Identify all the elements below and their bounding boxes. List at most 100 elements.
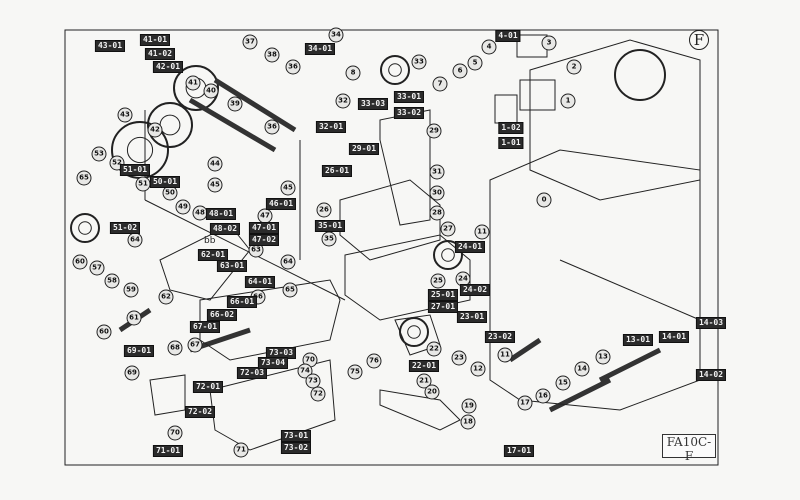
part-callout: 42 <box>147 122 163 138</box>
part-callout: 68 <box>167 340 183 356</box>
part-callout: 0 <box>536 192 552 208</box>
part-callout: 44 <box>207 156 223 172</box>
part-callout: 60 <box>72 254 88 270</box>
part-callout: 53 <box>91 146 107 162</box>
part-callout: 57 <box>89 260 105 276</box>
part-callout: 13 <box>595 349 611 365</box>
handwheel <box>614 49 666 101</box>
part-callout: 65 <box>76 170 92 186</box>
part-number-label: 32-01 <box>315 121 347 133</box>
part-callout: 75 <box>347 364 363 380</box>
part-number-label: 46-01 <box>265 198 297 210</box>
part-number-label: 14-02 <box>695 369 727 381</box>
part-callout: 36 <box>285 59 301 75</box>
part-callout: 30 <box>429 185 445 201</box>
part-callout: 36 <box>264 119 280 135</box>
gear-hub <box>441 248 455 262</box>
part-callout: 17 <box>517 395 533 411</box>
part-number-label: 41-02 <box>144 48 176 60</box>
part-number-label: 72-02 <box>184 406 216 418</box>
part-callout: 26 <box>316 202 332 218</box>
part-callout: 23 <box>451 350 467 366</box>
part-number-label: 23-02 <box>484 331 516 343</box>
part-callout: 11 <box>474 224 490 240</box>
part-callout: 22 <box>426 341 442 357</box>
part-callout: 37 <box>242 34 258 50</box>
gear <box>380 55 410 85</box>
part-number-label: 26-01 <box>321 165 353 177</box>
leader-line <box>144 199 346 301</box>
head-casting <box>529 39 701 201</box>
part-callout: 51 <box>135 176 151 192</box>
part-number-label: 50-01 <box>149 176 181 188</box>
part-callout: 58 <box>104 273 120 289</box>
part-number-label: 4-01 <box>495 30 521 42</box>
part-callout: 35 <box>321 231 337 247</box>
part-callout: 39 <box>227 96 243 112</box>
part-callout: 31 <box>429 164 445 180</box>
part-number-label: 62-01 <box>197 249 229 261</box>
part-callout: 2 <box>566 59 582 75</box>
part-callout: 33 <box>411 54 427 70</box>
part-number-label: 63-01 <box>216 260 248 272</box>
part-callout: 27 <box>440 221 456 237</box>
annotation-text: bb <box>204 236 216 246</box>
part-number-label: 64-01 <box>244 276 276 288</box>
part-number-label: 48-01 <box>205 208 237 220</box>
part-callout: 72 <box>310 386 326 402</box>
part-callout: 41 <box>185 75 201 91</box>
part-number-label: 23-01 <box>456 311 488 323</box>
column-bracket <box>379 109 431 226</box>
gear <box>433 240 463 270</box>
part-callout: 11 <box>497 347 513 363</box>
part-number-label: 66-02 <box>206 309 238 321</box>
part-callout: 49 <box>175 199 191 215</box>
part-callout: 14 <box>574 361 590 377</box>
part-number-label: 48-02 <box>209 223 241 235</box>
part-callout: 29 <box>426 123 442 139</box>
part-number-label: 51-02 <box>109 222 141 234</box>
plate-5 <box>494 94 518 124</box>
shaft <box>213 77 297 133</box>
part-number-label: 24-02 <box>459 284 491 296</box>
gear-hub <box>407 325 421 339</box>
part-number-label: 72-01 <box>192 381 224 393</box>
part-number-label: 17-01 <box>503 445 535 457</box>
part-number-label: 1-01 <box>498 137 524 149</box>
part-number-label: 41-01 <box>139 34 171 46</box>
part-number-label: 27-01 <box>427 301 459 313</box>
shaft <box>508 337 542 363</box>
gear-hub <box>388 63 402 77</box>
part-callout: 16 <box>535 388 551 404</box>
part-callout: 67 <box>187 337 203 353</box>
part-number-label: 66-01 <box>226 296 258 308</box>
part-callout: 73 <box>305 373 321 389</box>
part-number-label: 33-02 <box>393 107 425 119</box>
part-number-label: 24-01 <box>454 241 486 253</box>
part-callout: 76 <box>366 353 382 369</box>
part-number-label: 14-01 <box>658 331 690 343</box>
bracket-69 <box>149 374 186 416</box>
part-callout: 71 <box>233 442 249 458</box>
part-number-label: 33-03 <box>357 98 389 110</box>
part-number-label: 43-01 <box>94 40 126 52</box>
part-callout: 61 <box>126 310 142 326</box>
gear-hub <box>78 221 92 235</box>
part-number-label: 14-03 <box>695 317 727 329</box>
part-callout: 69 <box>124 365 140 381</box>
part-callout: 60 <box>96 324 112 340</box>
part-number-label: 33-01 <box>393 91 425 103</box>
machine-body <box>489 149 701 411</box>
part-number-label: 73-02 <box>280 442 312 454</box>
part-number-label: 1-02 <box>498 122 524 134</box>
gear-hub <box>159 114 181 136</box>
part-callout: 43 <box>117 107 133 123</box>
part-number-label: 72-03 <box>236 367 268 379</box>
shaft <box>548 377 612 413</box>
part-callout: 64 <box>280 254 296 270</box>
part-callout: 45 <box>280 180 296 196</box>
part-number-label: 73-04 <box>257 357 289 369</box>
part-number-label: 47-02 <box>248 234 280 246</box>
